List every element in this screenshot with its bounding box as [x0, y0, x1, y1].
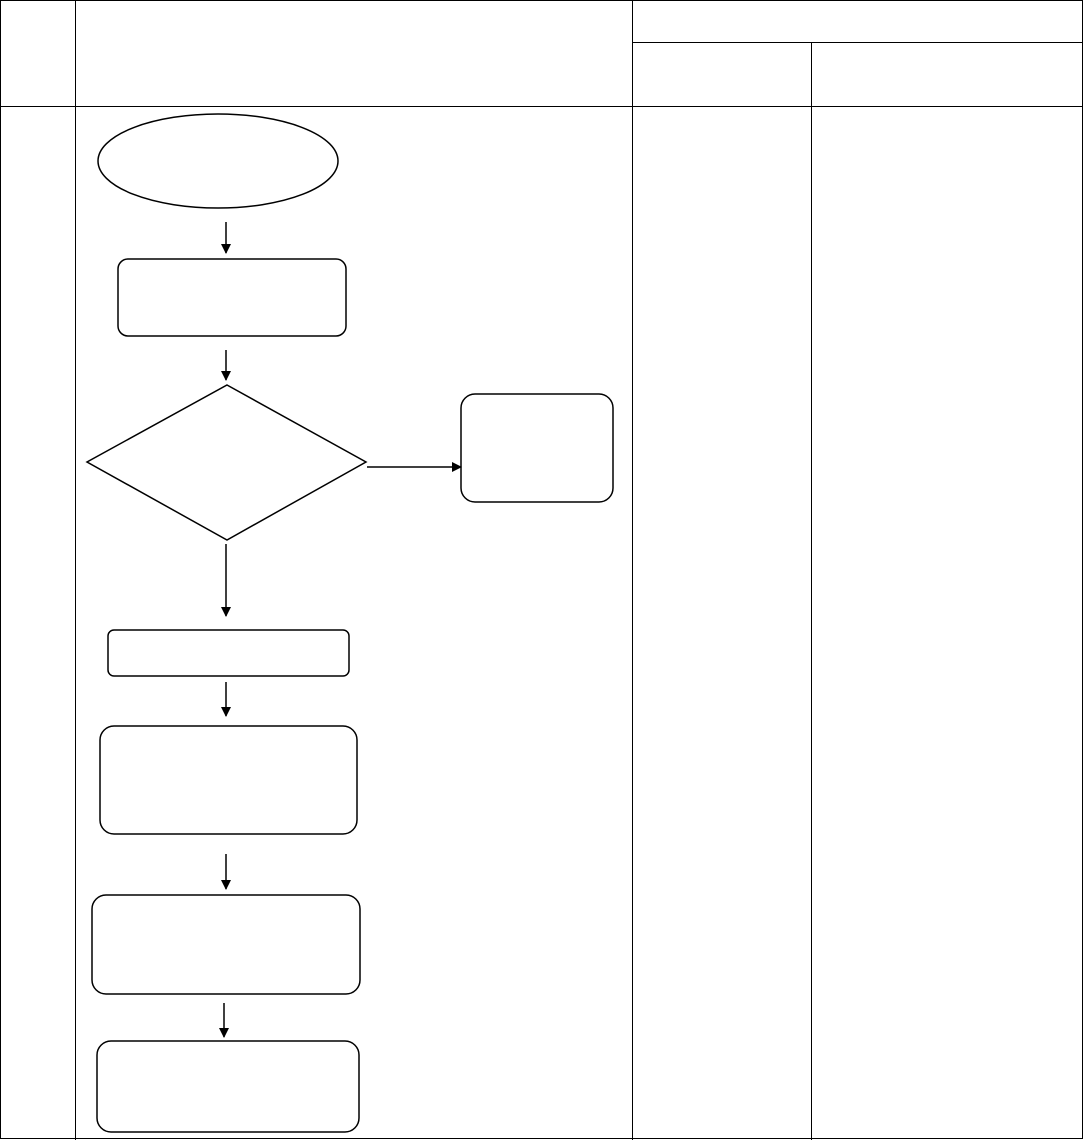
flowchart-arrows: [219, 222, 462, 1038]
decision-node: [85, 384, 368, 541]
start-node: [97, 113, 339, 209]
process-node-3: [99, 725, 358, 835]
process-node-1: [117, 258, 347, 337]
process-node-4: [91, 894, 361, 995]
process-node-2: [107, 629, 350, 677]
flowchart-shapes: [85, 113, 614, 1133]
process-node-5: [96, 1040, 360, 1133]
side-node: [460, 393, 614, 503]
